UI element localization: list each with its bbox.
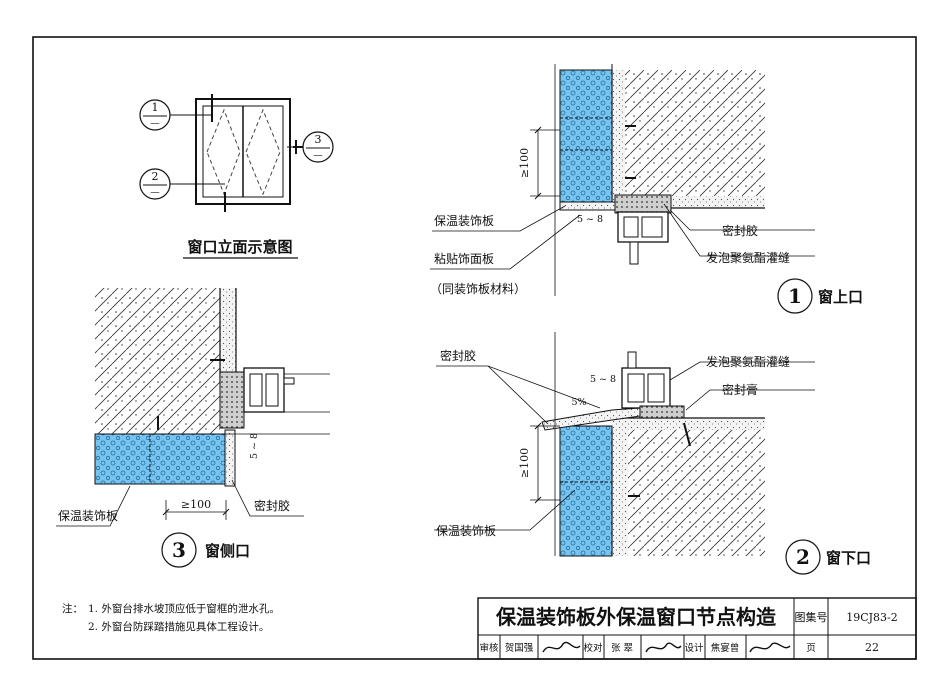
d3-caption: 窗侧口 [205,542,250,560]
d2-dim-gap: 5 ~ 8 [590,374,616,385]
d3-dim-gap: 5 ~ 8 [249,433,260,459]
d3-label-insulation-board: 保温装饰板 [58,509,118,523]
sheet-border [32,36,917,660]
d2-num: 2 [796,545,810,569]
callout-2: 2 — [139,168,171,200]
d3-leaders [56,479,304,527]
d3-label-sealant: 密封胶 [254,498,290,513]
design-label: 设计 [684,642,704,654]
detail-2-caption: 2 窗下口 [785,539,871,575]
detail-3-drawing [94,288,330,520]
d3-dim-100: ≥100 [181,498,211,511]
review-label: 审核 [479,642,499,654]
d1-dim-100: ≥100 [518,148,531,178]
callout-2-num: 2 [152,170,159,183]
svg-text:—: — [150,187,160,198]
d2-leaders [434,361,815,531]
d1-dim-gap: 5 ~ 8 [577,214,603,225]
notes-line-1: 1. 外窗台排水坡顶应低于窗框的泄水孔。 [88,602,280,615]
detail-1-drawing [530,64,765,296]
d2-label-sealant-paste: 密封膏 [722,382,758,397]
detail-3-caption: 3 窗侧口 [161,532,250,568]
d1-label-sealant: 密封胶 [722,223,758,238]
d2-dim-100: ≥100 [518,448,531,478]
title-block: 保温装饰板外保温窗口节点构造 图集号 19CJ83-2 审核 贺国强 校对 张 … [477,597,917,660]
notes: 注： 1. 外窗台排水坡顶应低于窗框的泄水孔。 2. 外窗台防踩踏措施见具体工程… [62,602,280,633]
reviewer-name: 贺国强 [505,642,534,654]
d2-slope: 5% [571,397,586,408]
page-label: 页 [806,643,816,654]
d1-label-glued-board: 粘贴饰面板 [434,251,494,266]
callout-1: 1 — [139,99,171,131]
d1-label-glued-board-note: （同装饰板材料） [430,282,526,296]
d1-label-insulation-board: 保温装饰板 [434,214,494,228]
d3-num: 3 [172,538,186,562]
d2-caption: 窗下口 [826,549,871,567]
checker-name: 张 翠 [611,643,634,654]
reviewer-signature [542,641,581,653]
d2-label-insulation-board: 保温装饰板 [436,524,496,538]
callout-3-num: 3 [315,133,322,146]
svg-text:—: — [150,118,160,129]
d1-leaders [430,203,815,270]
d1-num: 1 [788,284,802,308]
window-elevation [170,94,310,212]
atlas-label: 图集号 [795,610,828,624]
d2-label-foam: 发泡聚氨酯灌缝 [706,354,790,369]
elevation-title: 窗口立面示意图 [187,238,292,256]
sheet-title: 保温装饰板外保温窗口节点构造 [495,605,777,629]
svg-text:—: — [313,150,323,161]
detail-1-caption: 1 窗上口 [777,278,863,314]
detail-2-drawing [530,332,765,557]
d2-label-sealant-glue: 密封胶 [440,348,476,363]
d1-label-foam: 发泡聚氨酯灌缝 [706,250,790,265]
check-label: 校对 [583,642,603,654]
designer-name: 焦宴曾 [711,642,740,654]
callout-1-num: 1 [152,101,159,114]
checker-signature [645,642,682,653]
callout-3: 3 — [302,131,334,163]
notes-line-2: 2. 外窗台防踩踏措施见具体工程设计。 [88,620,269,633]
d1-caption: 窗上口 [818,288,863,306]
atlas-number: 19CJ83-2 [846,611,898,624]
designer-signature [749,642,791,653]
page-number: 22 [865,641,879,654]
notes-prefix: 注： [62,602,83,615]
